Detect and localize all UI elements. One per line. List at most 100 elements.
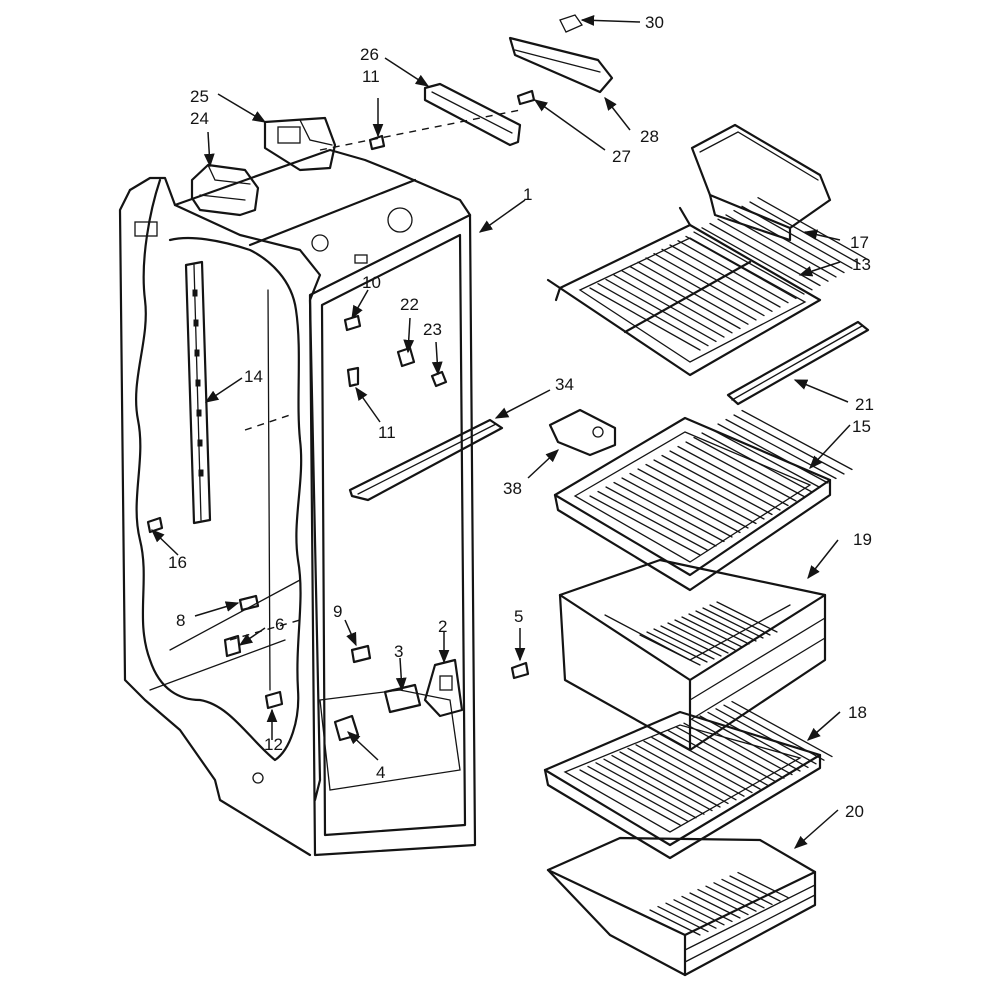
hatch-line (629, 472, 741, 534)
hatch-line (589, 495, 701, 556)
hatch-line (681, 616, 743, 648)
hatch-line (673, 899, 725, 926)
hatch-line (702, 607, 764, 639)
callout-27: 27 (612, 147, 631, 166)
hatch-line (605, 278, 717, 343)
hatch-line (639, 634, 701, 666)
hatch-line (667, 622, 729, 654)
hatch-line (621, 477, 733, 538)
callout-30: 30 (645, 13, 664, 32)
screw-27 (516, 89, 536, 106)
callout-13: 13 (852, 255, 871, 274)
hatch-line (613, 481, 725, 543)
callout-17: 17 (850, 233, 869, 252)
callout-4: 4 (376, 763, 385, 782)
callout-21: 21 (855, 395, 874, 414)
hatch-line (595, 762, 697, 819)
glass-shelf-15 (553, 409, 853, 592)
hatch-line (688, 613, 750, 645)
hatch-line (709, 427, 821, 489)
callout-19: 19 (853, 530, 872, 549)
hatch-line (681, 895, 733, 923)
hatch-line (691, 718, 793, 776)
pad-4 (333, 714, 360, 742)
hatch-line (675, 726, 777, 783)
fastener-8 (238, 594, 260, 612)
front-trim-top (508, 14, 614, 94)
hatch-line (649, 909, 701, 936)
hatch-line (683, 722, 785, 779)
hatch-line (659, 733, 761, 790)
hatch-line (721, 878, 773, 906)
screw-11-top (368, 134, 386, 151)
hatch-line (579, 769, 681, 826)
wire-shelf-13 (546, 197, 869, 377)
callout-9: 9 (333, 602, 342, 621)
control-housing (190, 163, 260, 217)
callout-10: 10 (362, 273, 381, 292)
hatch-line (715, 708, 817, 765)
hatch-line (716, 601, 778, 633)
hatch-line (695, 610, 757, 642)
hatch-line (737, 871, 789, 899)
hatch-line (725, 214, 837, 278)
callout-1: 1 (523, 185, 532, 204)
hatch-line (705, 885, 757, 912)
hatch-line (589, 287, 701, 351)
hinge-2 (423, 658, 464, 718)
hatch-line (741, 409, 853, 471)
callout-2: 2 (438, 617, 447, 636)
callout-12: 12 (264, 735, 283, 754)
cabinet-liner (118, 109, 521, 857)
hatch-line (693, 436, 805, 498)
screw-23 (430, 370, 448, 388)
hatch-line (757, 197, 869, 261)
fastener-9 (350, 644, 372, 664)
hatch-line (729, 875, 781, 902)
hatch-line (619, 751, 721, 808)
door-bin-17 (690, 123, 832, 242)
hatch-line (657, 905, 709, 933)
hatch-line (653, 628, 715, 660)
hatch-line (733, 414, 845, 475)
hatch-line (653, 459, 765, 520)
trim-21 (726, 320, 870, 406)
hatch-line (597, 283, 709, 347)
hatch-line (677, 445, 789, 507)
callout-16: 16 (168, 553, 187, 572)
clip-22 (396, 346, 416, 368)
hatch-line (605, 486, 717, 547)
callout-28: 28 (640, 127, 659, 146)
callout-15: 15 (852, 417, 871, 436)
shelf-ladder (184, 260, 212, 525)
hatch-line (685, 441, 797, 502)
hatch-line (709, 604, 771, 636)
callout-34: 34 (555, 375, 574, 394)
callout-38: 38 (503, 479, 522, 498)
hatch-line (701, 432, 813, 493)
hatch-line (651, 736, 753, 794)
callout-23: 23 (423, 320, 442, 339)
hatch-line (713, 882, 765, 909)
callout-20: 20 (845, 802, 864, 821)
cover-34 (348, 418, 504, 502)
hatch-line (741, 205, 853, 269)
callout-25: 25 (190, 87, 209, 106)
callout-3: 3 (394, 642, 403, 661)
callout-22: 22 (400, 295, 419, 314)
hatch-line (597, 490, 709, 552)
hatch-line (660, 625, 722, 657)
callout-11-mid: 11 (378, 423, 396, 442)
hatch-line (689, 892, 741, 919)
hatch-line (635, 744, 737, 801)
fastener-12 (264, 690, 284, 710)
callout-14: 14 (244, 367, 263, 386)
hatch-line (725, 418, 837, 480)
hatch-line (701, 227, 813, 291)
screw-5 (510, 661, 530, 680)
hatch-line (674, 619, 736, 651)
hatch-line (643, 740, 745, 797)
hatch-line (733, 209, 845, 274)
callout-26: 26 (360, 45, 379, 64)
